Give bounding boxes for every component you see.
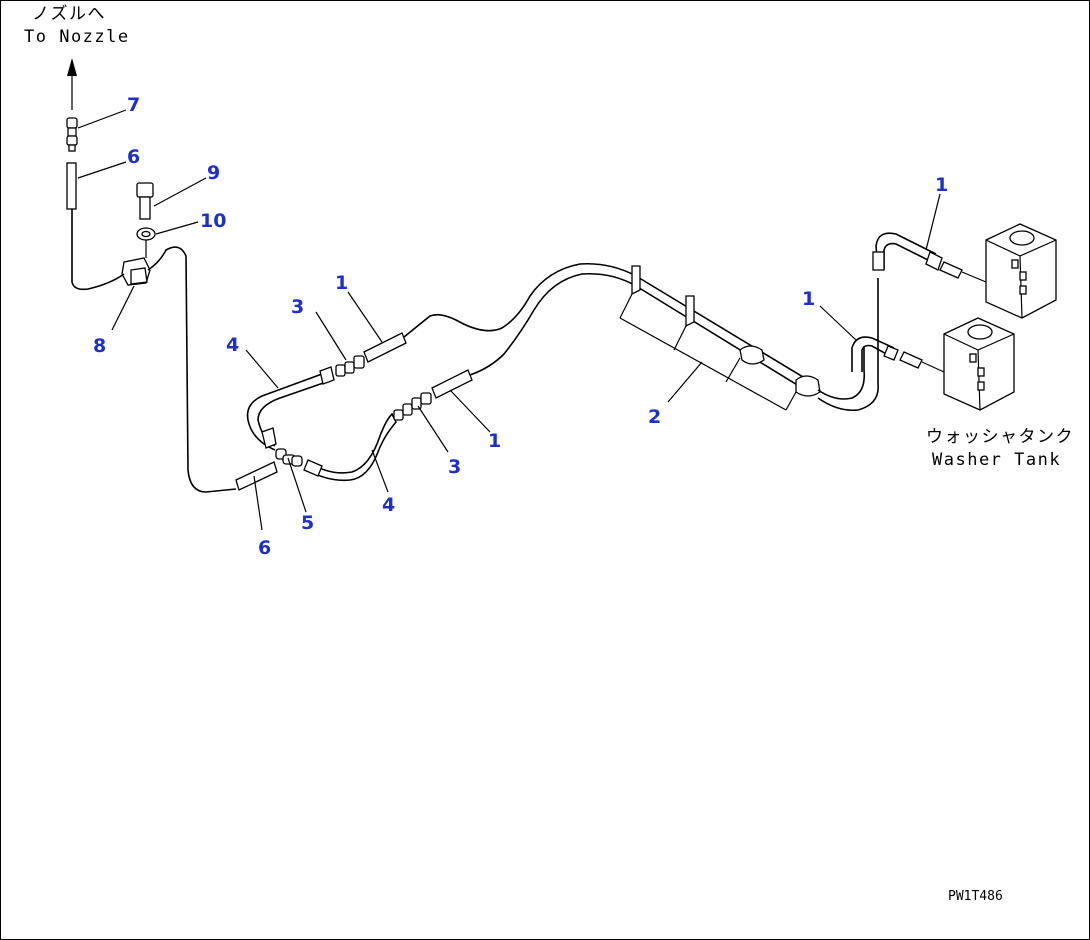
hose-1-upper — [363, 332, 407, 363]
up-arrow-icon — [67, 58, 77, 110]
joint-3-upper — [335, 355, 365, 377]
washer-tank-upper — [985, 223, 1057, 319]
main-hose-lower — [469, 272, 637, 376]
hose-to-tank — [817, 278, 879, 412]
hose-line-left — [71, 209, 237, 493]
callout-1-right-top: 1 — [935, 174, 948, 196]
hose-6-top — [66, 162, 77, 210]
tank-label-jp: ウォッシャタンク — [926, 427, 1074, 447]
callout-leaders — [77, 109, 941, 531]
joint-3-lower — [393, 392, 432, 421]
hose-1-right-top-end — [925, 251, 943, 271]
callout-9: 9 — [207, 162, 220, 184]
callout-8: 8 — [93, 335, 106, 357]
hose-4-end-b — [319, 366, 335, 385]
main-hose-upper — [403, 262, 637, 338]
hose-1-right-top-stub — [872, 251, 885, 271]
hose-1-right-mid-end — [883, 345, 899, 361]
callout-3-upper: 3 — [291, 296, 304, 318]
hose-4-end-a — [261, 427, 277, 449]
washer-10 — [136, 227, 156, 241]
joint-7 — [66, 117, 78, 152]
tank-nipple-upper — [939, 261, 987, 283]
nozzle-label-en: To Nozzle — [24, 27, 130, 47]
tank-label-en: Washer Tank — [932, 450, 1061, 470]
bolt-9 — [136, 182, 154, 220]
nozzle-label-jp: ノズルへ — [32, 4, 106, 24]
callout-4-lower: 4 — [382, 494, 395, 516]
tank-nipple-lower — [899, 351, 945, 373]
callout-2: 2 — [648, 406, 661, 428]
hose-1-right-mid — [851, 336, 895, 372]
clamp-8 — [121, 240, 151, 286]
callout-1-lower: 1 — [488, 430, 501, 452]
hose-1-right-top — [875, 232, 937, 271]
hose-4-upper-loop — [246, 372, 333, 451]
callout-1-upper: 1 — [335, 272, 348, 294]
hose-6-bottom — [235, 461, 278, 491]
washer-tank-lower — [943, 317, 1015, 411]
callout-3-lower: 3 — [448, 456, 461, 478]
hose-4-lower-end — [303, 459, 323, 477]
t-joint-5 — [275, 448, 303, 467]
hose-4-lower — [307, 412, 397, 482]
callout-6-top: 6 — [127, 146, 140, 168]
callout-1-right-mid: 1 — [802, 288, 815, 310]
hose-1-lower — [431, 369, 473, 399]
callout-7: 7 — [127, 94, 140, 116]
callout-6-bottom: 6 — [258, 537, 271, 559]
pipe-2 — [619, 265, 821, 411]
drawing-code: PW1T486 — [948, 889, 1003, 904]
callout-5: 5 — [301, 512, 314, 534]
callout-4-upper: 4 — [226, 334, 239, 356]
callout-10: 10 — [200, 210, 226, 232]
